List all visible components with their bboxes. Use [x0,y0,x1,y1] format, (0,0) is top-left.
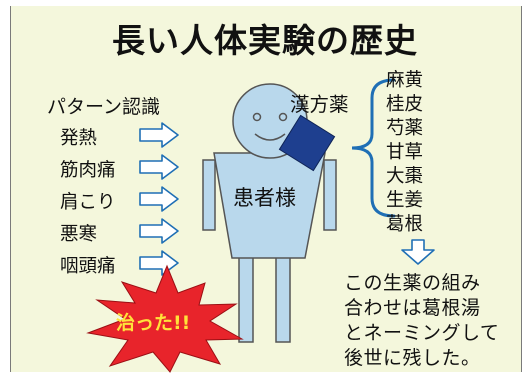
note-line: この生薬の組み [344,272,481,294]
herb-label: 桂皮 [386,94,424,115]
symptom-label: 発熱 [60,128,98,149]
medicine-packet-icon [278,114,336,172]
patient-label: 患者様 [233,186,296,210]
diagram-title: 長い人体実験の歴史 [112,21,418,60]
symptom-arrow-icon [139,122,179,148]
symptom-label: 悪寒 [60,224,98,245]
patient-left-leg [238,255,254,343]
patient-left-arm [202,159,216,231]
symptom-label: 咽頭痛 [60,256,116,277]
pattern-recognition-label: パターン認識 [47,96,161,118]
herb-label: 大棗 [386,166,424,187]
herb-label: 麻黄 [386,70,424,91]
patient-right-arm [323,159,337,231]
patient-face-icon [252,112,288,141]
note-line: 合わせは葛根湯 [344,297,481,319]
symptom-arrow-icon [139,250,179,276]
symptom-arrow-icon [139,186,179,212]
starburst-icon [86,264,244,373]
herb-label: 甘草 [386,142,424,163]
herb-label: 葛根 [386,214,424,235]
note-line: 後世に残した。 [344,347,481,369]
cured-label: 治った!! [116,312,191,334]
herb-brace [351,78,396,218]
symptom-label: 筋肉痛 [60,160,116,181]
patient-right-leg [275,255,291,343]
symptom-arrow-icon [139,154,179,180]
down-arrow-icon [401,239,435,265]
patient-figure [202,83,337,343]
herb-label: 生姜 [386,190,424,211]
note-line: とネーミングして [344,322,500,344]
kampo-label: 漢方薬 [290,93,349,116]
herb-label: 芍薬 [386,118,424,139]
symptom-label: 肩こり [60,192,116,213]
symptom-arrow-icon [139,218,179,244]
